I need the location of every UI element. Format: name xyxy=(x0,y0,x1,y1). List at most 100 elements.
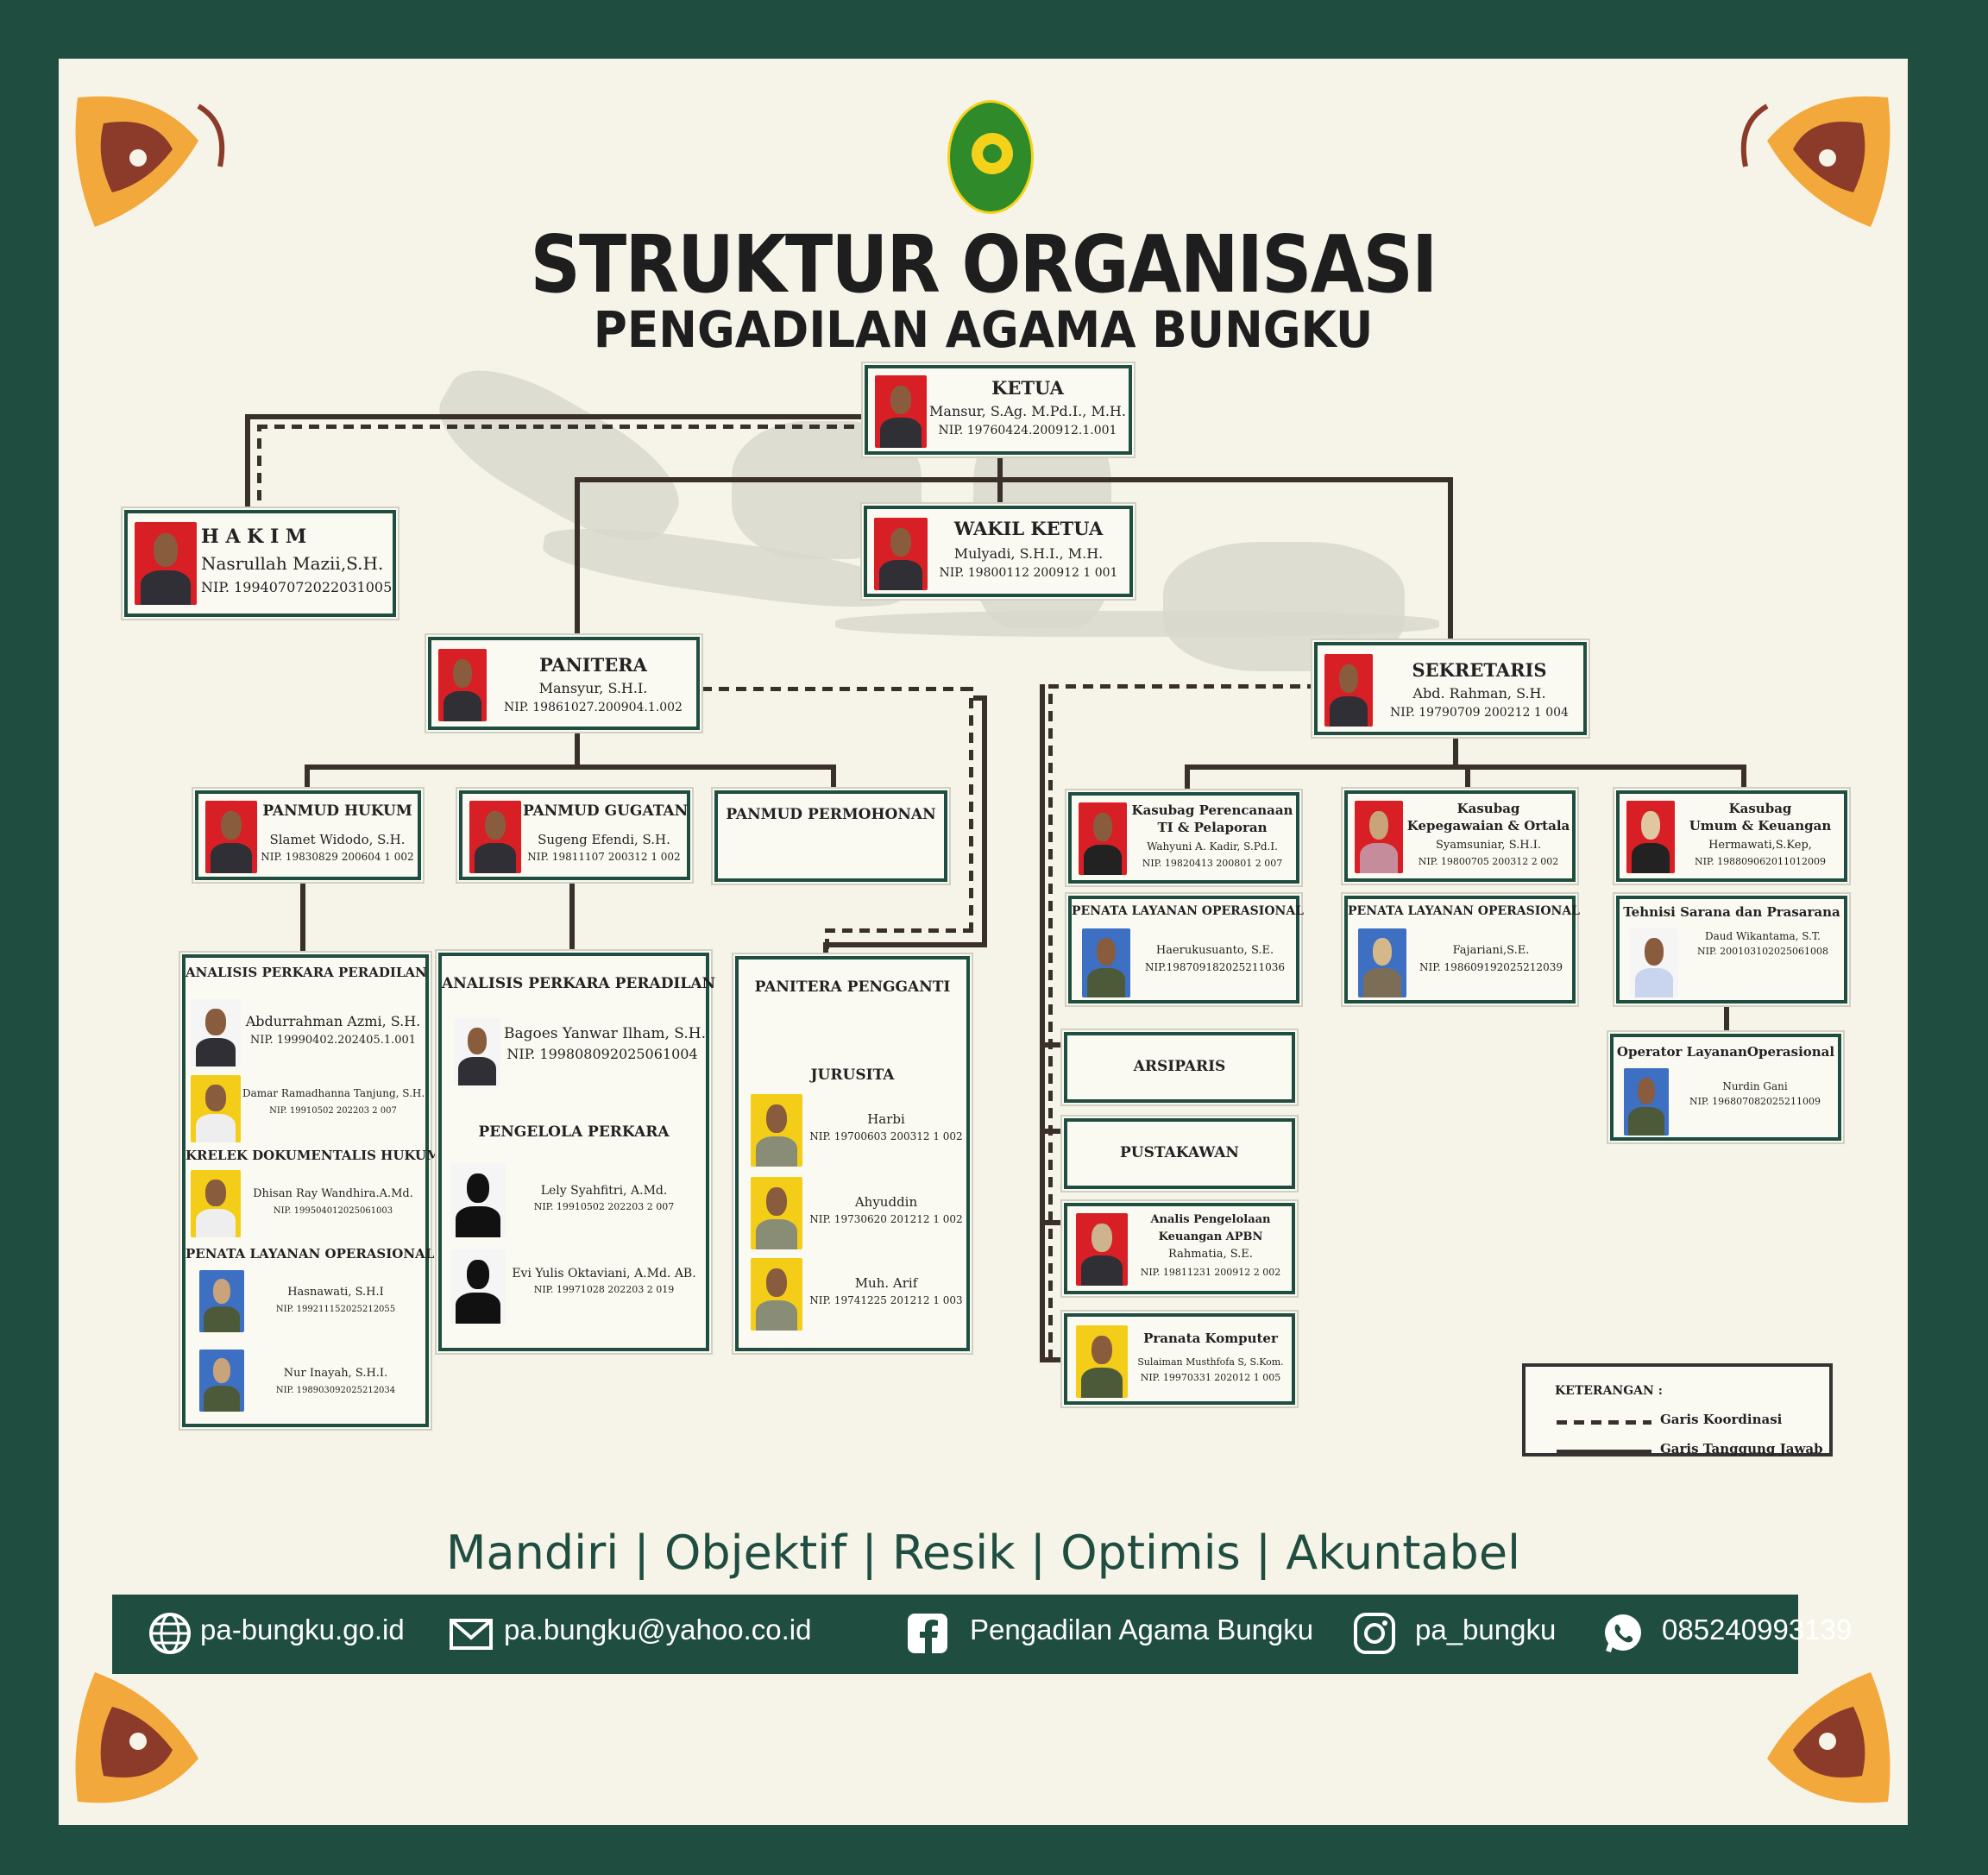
kasubag-umum-title-2: Umum & Keuangan xyxy=(1689,818,1832,834)
gugatan-p3-photo xyxy=(450,1249,506,1324)
hukum-p1-name: Abdurrahman Azmi, S.H. xyxy=(245,1013,421,1029)
gugatan-analis-title: ANALISIS PERKARA PERADILAN xyxy=(442,975,716,992)
ketua-photo xyxy=(875,375,927,448)
legend-dashed-label: Garis Koordinasi xyxy=(1660,1412,1783,1427)
plo-kepegawaian-title: PENATA LAYANAN OPERASIONAL xyxy=(1348,904,1581,918)
operator-name: Nurdin Gani xyxy=(1722,1080,1788,1092)
hakim-photo xyxy=(135,522,197,605)
panmud-hukum-nip: NIP. 19830829 200604 1 002 xyxy=(261,851,414,863)
hukum-p3-photo xyxy=(191,1170,241,1237)
hukum-plo-title: PENATA LAYANAN OPERASIONAL xyxy=(186,1246,435,1262)
kasubag-ptip-name: Wahyuni A. Kadir, S.Pd.I. xyxy=(1147,840,1278,853)
footer-email[interactable]: pa.bungku@yahoo.co.id xyxy=(504,1614,812,1645)
hukum-p2-photo xyxy=(191,1075,241,1142)
plo-kepegawaian-box: PENATA LAYANAN OPERASIONAL Fajariani,S.E… xyxy=(1344,896,1581,1004)
hukum-krelek-title: KRELEK DOKUMENTALIS HUKUM xyxy=(186,1148,441,1163)
kasubag-ptip-photo xyxy=(1079,802,1127,875)
analis-apbn-name: Rahmatia, S.E. xyxy=(1168,1248,1253,1261)
pranata-komputer-box: Pranata Komputer Sulaiman Musthfofa S, S… xyxy=(1064,1313,1295,1405)
kasubag-ptip-nip: NIP. 19820413 200801 2 007 xyxy=(1142,858,1283,869)
gugatan-p1-nip: NIP. 199808092025061004 xyxy=(506,1046,698,1062)
pustakawan-box: PUSTAKAWAN xyxy=(1064,1118,1295,1189)
wakil-title: WAKIL KETUA xyxy=(953,518,1104,539)
pranata-title: Pranata Komputer xyxy=(1143,1331,1278,1346)
kasubag-ptip-title-2: TI & Pelaporan xyxy=(1157,820,1268,835)
tehnisi-nip: NIP. 200103102025061008 xyxy=(1696,946,1829,957)
panitera-photo xyxy=(438,649,487,721)
kasubag-kepegawaian-nip: NIP. 19800705 200312 2 002 xyxy=(1418,856,1559,867)
plo-ptip-photo xyxy=(1082,928,1130,997)
panitera-name: Mansyur, S.H.I. xyxy=(538,680,648,696)
facebook-icon xyxy=(908,1614,947,1653)
legend-solid-line xyxy=(1557,1450,1651,1454)
globe-icon xyxy=(149,1613,191,1654)
hakim-nip: NIP. 199407072022031005 xyxy=(201,579,393,595)
kasubag-kepegawaian-title-1: Kasubag xyxy=(1456,801,1520,816)
pustakawan-title: PUSTAKAWAN xyxy=(1120,1144,1239,1161)
ketua-box: KETUA Mansur, S.Ag. M.Pd.I., M.H. NIP. 1… xyxy=(865,365,1132,455)
gugatan-p2-nip: NIP. 19910502 202203 2 007 xyxy=(533,1201,675,1212)
jurusita-title: JURUSITA xyxy=(810,1066,895,1084)
jurusita-p1-nip: NIP. 19700603 200312 1 002 xyxy=(809,1130,963,1142)
kasubag-ptip-title-1: Kasubag Perencanaan xyxy=(1131,802,1293,818)
sekretaris-title: SEKRETARIS xyxy=(1412,659,1547,681)
panitera-box: PANITERA Mansyur, S.H.I. NIP. 19861027.2… xyxy=(428,637,700,730)
pranata-name: Sulaiman Musthfofa S, S.Kom. xyxy=(1137,1356,1284,1368)
wakil-photo xyxy=(874,518,928,590)
hukum-p2-nip: NIP. 19910502 202203 2 007 xyxy=(269,1106,397,1116)
wakil-nip: NIP. 19800112 200912 1 001 xyxy=(939,566,1118,580)
hakim-name: Nasrullah Mazii,S.H. xyxy=(201,553,384,574)
sekretaris-photo xyxy=(1324,654,1373,727)
jurusita-p2-nip: NIP. 19730620 201212 1 002 xyxy=(809,1213,963,1225)
kasubag-umum-photo xyxy=(1626,801,1675,873)
pranata-photo xyxy=(1076,1325,1128,1398)
legend-solid-label: Garis Tanggung Jawab xyxy=(1660,1441,1823,1457)
legend-box: KETERANGAN : Garis Koordinasi Garis Tang… xyxy=(1522,1363,1833,1457)
panitera-title: PANITERA xyxy=(539,654,647,676)
jurusita-p2-photo xyxy=(751,1177,802,1249)
hukum-p5-nip: NIP. 198903092025212034 xyxy=(275,1386,396,1395)
footer-phone[interactable]: 085240993139 xyxy=(1662,1614,1853,1645)
kasubag-umum-nip: NIP. 198809062011012009 xyxy=(1694,856,1827,867)
kasubag-kepegawaian-name: Syamsuniar, S.H.I. xyxy=(1435,839,1541,852)
mail-icon xyxy=(450,1619,493,1650)
analis-apbn-photo xyxy=(1076,1213,1128,1286)
footer-facebook[interactable]: Pengadilan Agama Bungku xyxy=(970,1614,1314,1645)
hukum-p4-nip: NIP. 199211152025212055 xyxy=(275,1305,396,1314)
contact-footer: pa-bungku.go.id pa.bungku@yahoo.co.id Pe… xyxy=(112,1595,1852,1674)
panitera-pengganti-box: PANITERA PENGGANTI JURUSITA Harbi NIP. 1… xyxy=(735,956,970,1351)
sekretaris-box: SEKRETARIS Abd. Rahman, S.H. NIP. 197907… xyxy=(1314,642,1587,735)
corner-ornament-bottom-right xyxy=(1767,1672,1890,1803)
instagram-icon xyxy=(1354,1613,1395,1654)
footer-instagram[interactable]: pa_bungku xyxy=(1415,1614,1557,1645)
jurusita-p1-name: Harbi xyxy=(867,1111,905,1127)
ketua-name: Mansur, S.Ag. M.Pd.I., M.H. xyxy=(929,403,1126,419)
panmud-permohonan-title: PANMUD PERMOHONAN xyxy=(726,806,936,823)
panmud-hukum-staff-box: ANALISIS PERKARA PERADILAN Abdurrahman A… xyxy=(182,954,441,1427)
hukum-p4-photo xyxy=(199,1270,244,1332)
plo-ptip-nip: NIP.198709182025211036 xyxy=(1144,961,1286,973)
hukum-p3-name: Dhisan Ray Wandhira.A.Md. xyxy=(253,1187,413,1200)
corner-ornament-top-right xyxy=(1740,96,1890,227)
panmud-hukum-photo xyxy=(205,801,257,873)
legend-title: KETERANGAN : xyxy=(1555,1384,1663,1398)
jurusita-p2-name: Ahyuddin xyxy=(854,1194,918,1210)
footer-website[interactable]: pa-bungku.go.id xyxy=(200,1614,405,1645)
operator-box: Operator LayananOperasional Nurdin Gani … xyxy=(1610,1034,1841,1141)
plo-kepegawaian-name: Fajariani,S.E. xyxy=(1452,944,1530,957)
analis-apbn-title-2: Keuangan APBN xyxy=(1158,1230,1263,1243)
panmud-hukum-name: Slamet Widodo, S.H. xyxy=(269,832,406,847)
panmud-hukum-title: PANMUD HUKUM xyxy=(262,802,412,820)
pranata-nip: NIP. 19970331 202012 1 005 xyxy=(1140,1372,1281,1383)
analis-apbn-title-1: Analis Pengelolaan xyxy=(1150,1213,1271,1226)
kasubag-kepegawaian-photo xyxy=(1355,801,1403,873)
tehnisi-name: Daud Wikantama, S.T. xyxy=(1705,930,1821,942)
panmud-gugatan-name: Sugeng Efendi, S.H. xyxy=(538,832,670,847)
hakim-box: H A K I M Nasrullah Mazii,S.H. NIP. 1994… xyxy=(124,510,396,617)
gugatan-pengelola-title: PENGELOLA PERKARA xyxy=(478,1123,670,1141)
gugatan-p3-name: Evi Yulis Oktaviani, A.Md. AB. xyxy=(512,1267,696,1280)
jurusita-p3-nip: NIP. 19741225 201212 1 003 xyxy=(809,1294,963,1306)
page-subtitle: PENGADILAN AGAMA BUNGKU xyxy=(593,300,1374,359)
ketua-title: KETUA xyxy=(991,377,1064,399)
whatsapp-icon xyxy=(1605,1614,1641,1652)
